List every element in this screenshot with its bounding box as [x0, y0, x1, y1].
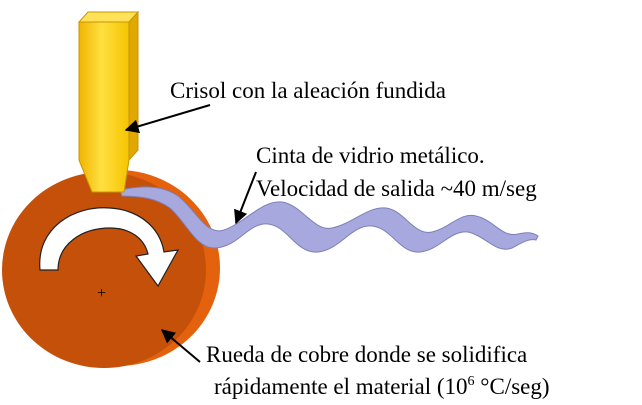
- ribbon-label-line1: Cinta de vidrio metálico.: [256, 143, 485, 168]
- copper-wheel: [2, 170, 220, 368]
- crucible-top: [77, 11, 140, 23]
- wheel-label-line1: Rueda de cobre donde se solidifica: [206, 342, 527, 367]
- wheel-label-line2-unit: °C/seg): [475, 374, 550, 399]
- wheel-label-line2: rápidamente el material (106 °C/seg): [214, 374, 550, 399]
- wheel-label-exponent: 6: [468, 374, 475, 389]
- crucible-front: [78, 21, 130, 193]
- crucible-label: Crisol con la aleación fundida: [170, 78, 446, 103]
- wheel-label-line2-main: rápidamente el material (10: [214, 374, 468, 399]
- wheel-center-mark: +: [97, 285, 106, 302]
- crucible-side: [128, 10, 139, 162]
- ribbon-label-line2: Velocidad de salida ~40 m/seg: [256, 176, 537, 201]
- metallic-glass-ribbon: [119, 186, 539, 253]
- wheel-face: [2, 172, 206, 368]
- clockwise-arrow-icon: [39, 207, 180, 288]
- ribbon-leader-arrow: [234, 171, 257, 225]
- ribbon-strip: [119, 186, 539, 253]
- crucible: [77, 10, 140, 193]
- rotation-arrow-body: [39, 207, 180, 288]
- wheel-leader-arrow: [160, 329, 201, 363]
- crucible-leader-arrow: [124, 104, 211, 134]
